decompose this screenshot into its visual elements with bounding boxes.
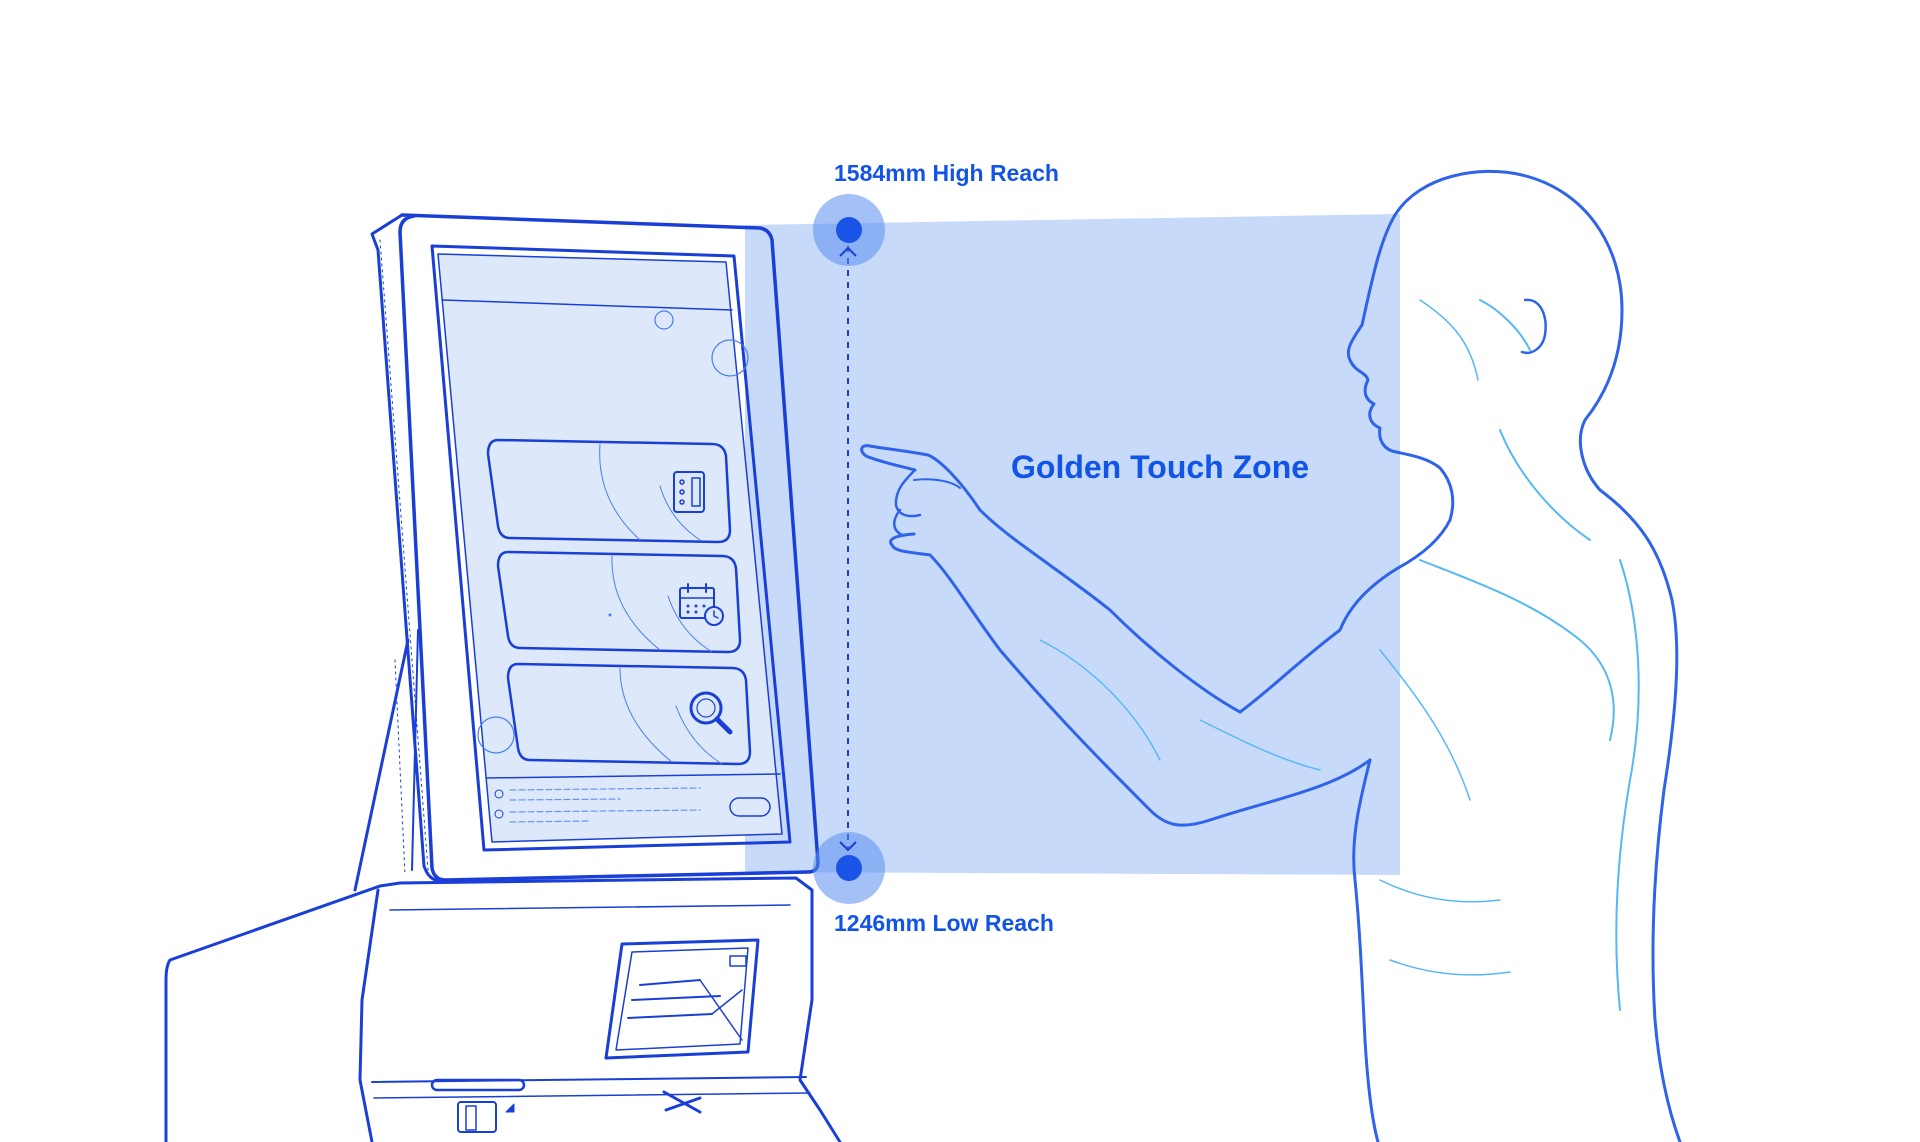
low-reach-marker <box>813 832 885 904</box>
screen-menu-card-1 <box>486 438 732 544</box>
scanner-window <box>604 938 760 1060</box>
high-reach-marker <box>813 194 885 266</box>
screen-menu-card-3 <box>506 662 752 766</box>
kiosk <box>164 213 842 1142</box>
high-reach-label: 1584mm High Reach <box>834 160 1059 186</box>
id-card-icon <box>673 471 705 513</box>
person-figure <box>860 169 1682 1142</box>
card-slot <box>430 1078 526 1092</box>
golden-touch-zone <box>745 214 1400 875</box>
calendar-clock-icon <box>679 583 724 626</box>
screen-menu-card-2 <box>496 550 742 654</box>
kiosk-base <box>164 876 842 1142</box>
reach-indicator <box>813 194 885 904</box>
search-icon <box>689 691 733 735</box>
kiosk-monitor <box>370 213 820 883</box>
card-insert-icon <box>457 1101 515 1133</box>
nfc-icon <box>662 1090 702 1114</box>
low-reach-label: 1246mm Low Reach <box>834 910 1054 936</box>
screen-footer <box>485 773 781 823</box>
touch-zone-label: Golden Touch Zone <box>1011 449 1310 485</box>
kiosk-screen <box>437 253 783 843</box>
